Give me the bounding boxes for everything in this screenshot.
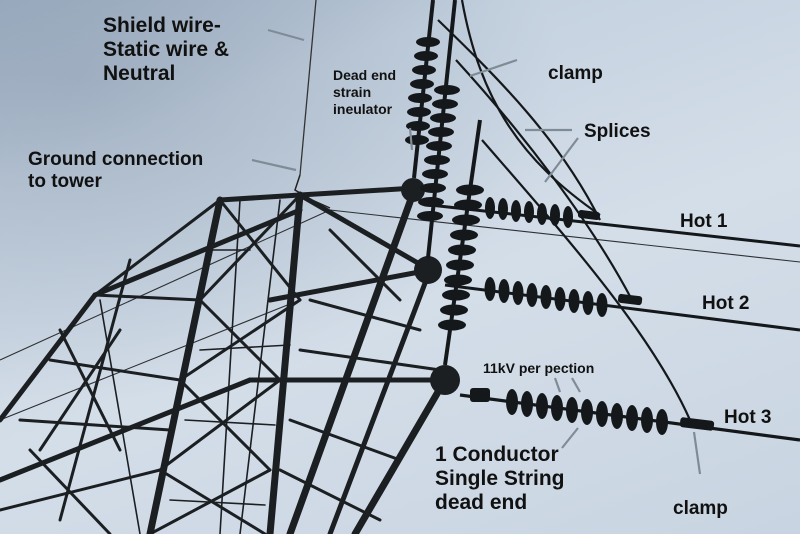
dead-end-clamps <box>470 210 715 431</box>
label-hot-1: Hot 1 <box>680 211 728 232</box>
label-dead-end-insulator: Dead end strain ineulator <box>333 67 396 117</box>
pointer-lines <box>251 28 702 475</box>
label-ground-connection: Ground connection to tower <box>28 149 203 193</box>
shield-wire <box>299 0 317 176</box>
label-hot-3: Hot 3 <box>724 407 772 428</box>
label-single-string-line-2: Single String <box>435 467 565 491</box>
suspension-insulators <box>484 197 668 435</box>
pointer-clamp-bottom <box>692 431 702 475</box>
pointer-ground-connection <box>251 158 297 172</box>
crossarm-joints <box>401 178 460 395</box>
label-single-string: 1 Conductor Single String dead end <box>435 443 565 515</box>
label-dead-end-insulator-line-2: strain <box>333 83 372 100</box>
pointer-splice-b <box>544 137 579 183</box>
pointer-section-b <box>571 377 581 393</box>
label-shield-wire-line-2: Static wire & <box>103 38 230 62</box>
label-dead-end-insulator-line-1: Dead end <box>333 67 397 83</box>
lattice-tower <box>0 184 449 534</box>
label-single-string-line-3: dead end <box>435 491 528 515</box>
label-ground-connection-line-2: to tower <box>28 170 102 192</box>
label-clamp-top: clamp <box>548 63 603 84</box>
pointer-shield-wire <box>267 28 305 42</box>
pointer-single-string <box>561 427 579 449</box>
label-clamp-bottom: clamp <box>673 498 728 519</box>
label-dead-end-insulator-line-3: ineulator <box>333 100 393 117</box>
label-ground-connection-line-1: Ground connection <box>28 149 204 170</box>
jumper-conductors <box>437 0 692 421</box>
pointer-strain-insulator <box>408 127 414 151</box>
label-single-string-line-1: 1 Conductor <box>435 443 559 466</box>
label-per-section: 11kV per pection <box>483 360 595 376</box>
label-hot-2: Hot 2 <box>702 293 750 314</box>
label-shield-wire-line-1: Shield wire- <box>103 14 221 37</box>
label-shield-wire: Shield wire- Static wire & Neutral <box>103 14 229 86</box>
label-splices: Splices <box>584 121 651 142</box>
label-shield-wire-line-3: Neutral <box>103 62 176 86</box>
pointer-section-a <box>553 377 562 393</box>
pointer-clamp-top <box>469 58 518 78</box>
